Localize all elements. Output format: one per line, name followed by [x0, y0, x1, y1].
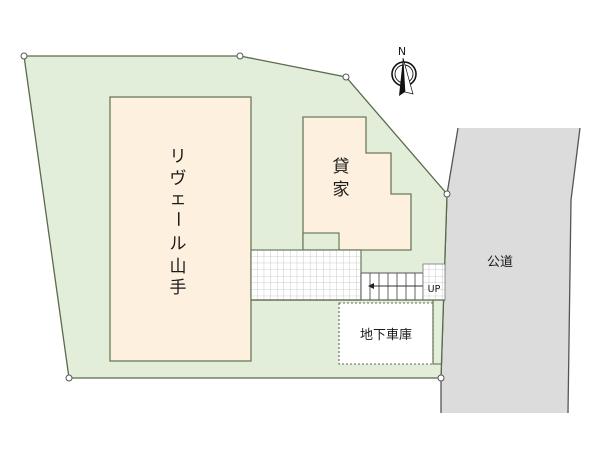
svg-text:N: N: [398, 45, 406, 58]
svg-text:家: 家: [333, 180, 350, 200]
stairs-up-label: UP: [428, 284, 441, 295]
svg-text:貸: 貸: [333, 157, 350, 177]
public-road: [441, 128, 580, 413]
svg-text:ー: ー: [167, 211, 187, 228]
boundary-markers: [20, 52, 451, 382]
svg-text:ェ: ェ: [170, 189, 187, 209]
boundary-marker: [65, 374, 73, 382]
svg-text:手: 手: [170, 278, 187, 298]
arrow-left-icon: [368, 283, 374, 289]
stairs: [360, 272, 424, 301]
rental-house-annex: [302, 232, 340, 251]
road-label: 公道: [487, 255, 513, 270]
svg-text:リ: リ: [170, 147, 187, 167]
rental-house-label: 貸 家: [333, 157, 350, 200]
boundary-marker: [20, 52, 28, 60]
svg-text:ル: ル: [170, 234, 187, 254]
north-compass-icon: N: [391, 45, 417, 96]
boundary-marker: [342, 73, 350, 81]
boundary-marker: [443, 190, 451, 198]
paved-walkway: [250, 249, 362, 301]
svg-text:ヴ: ヴ: [170, 169, 187, 189]
main-building: [109, 96, 252, 362]
boundary-marker: [437, 374, 445, 382]
garage-label: 地下車庫: [360, 328, 412, 343]
underground-garage: [338, 302, 434, 365]
svg-text:山: 山: [170, 257, 187, 277]
boundary-marker: [236, 52, 244, 60]
main-building-label: リ ヴ ェ ー ル 山 手: [167, 147, 187, 298]
